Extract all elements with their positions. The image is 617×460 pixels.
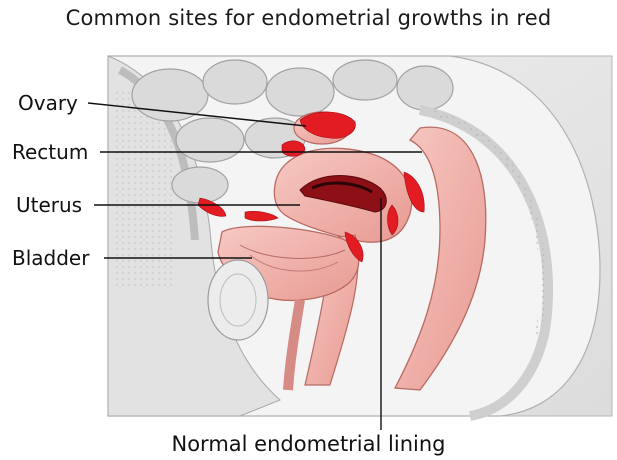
label-ovary: Ovary — [18, 92, 78, 114]
label-rectum: Rectum — [12, 141, 88, 163]
label-uterus: Uterus — [16, 194, 82, 216]
pubic-bone — [208, 260, 268, 340]
label-bladder: Bladder — [12, 247, 89, 269]
label-normal-endometrial-lining: Normal endometrial lining — [0, 432, 617, 456]
